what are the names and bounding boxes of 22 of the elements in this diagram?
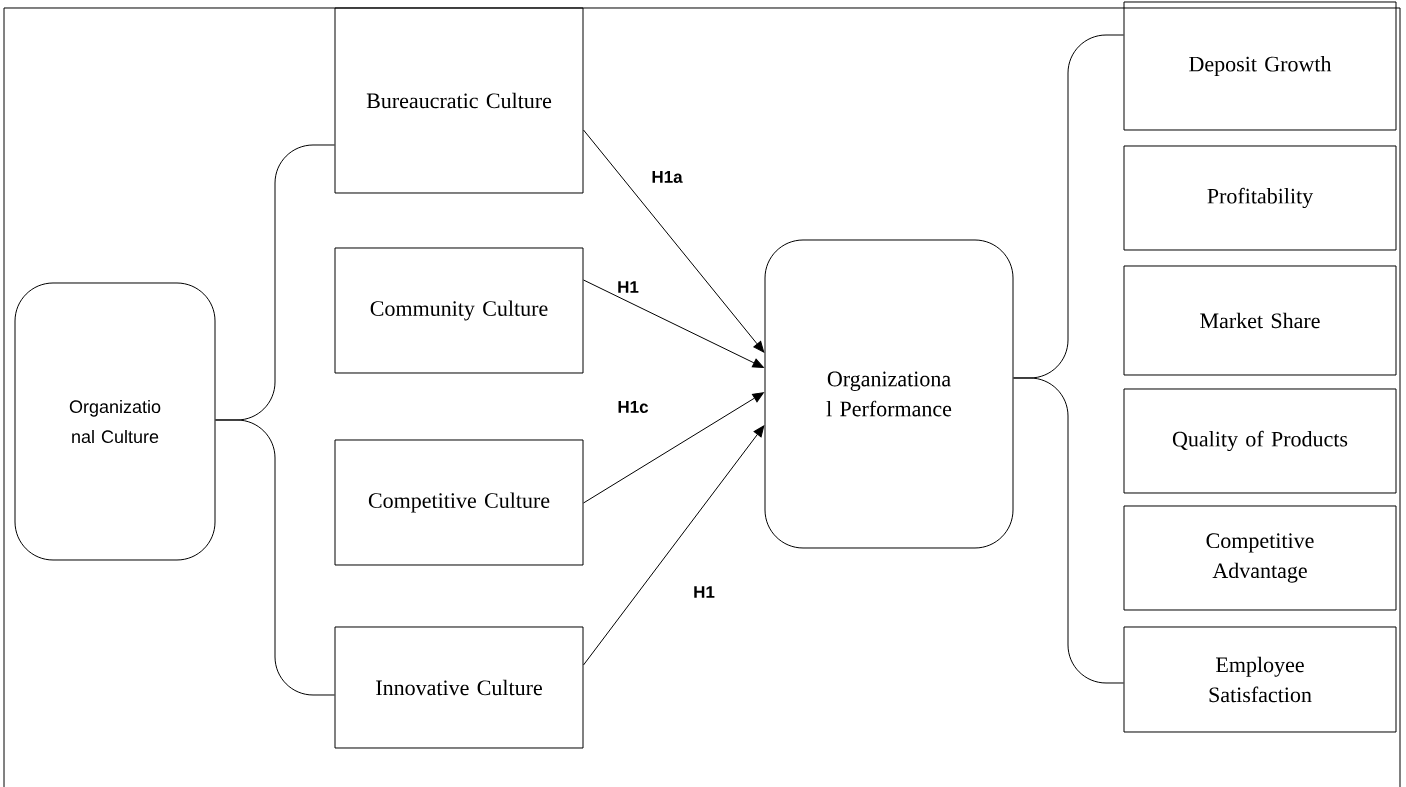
box: Bureaucratic Culture bbox=[334, 7, 584, 194]
box: Employee Satisfaction bbox=[1123, 626, 1397, 733]
arrow bbox=[583, 279, 764, 368]
rounded-box: Organizatio nal Culture bbox=[14, 282, 216, 561]
box: Deposit Growth bbox=[1123, 1, 1397, 131]
box: Competitive Advantage bbox=[1123, 505, 1397, 611]
arrow bbox=[583, 392, 764, 504]
edge-label: H1 bbox=[694, 586, 715, 598]
box: Community Culture bbox=[334, 247, 584, 374]
edge-label: H1c bbox=[618, 401, 649, 413]
box: Quality of Products bbox=[1123, 388, 1397, 494]
connector-line bbox=[1013, 377, 1124, 684]
rounded-box: Organizationa l Performance bbox=[764, 239, 1014, 549]
box: Profitability bbox=[1123, 145, 1397, 251]
box: Competitive Culture bbox=[334, 439, 584, 566]
edge-label: H1 bbox=[618, 281, 639, 293]
connector-line bbox=[215, 419, 335, 696]
edge-label: H1a bbox=[652, 171, 683, 183]
box: Innovative Culture bbox=[334, 626, 584, 749]
box: Market Share bbox=[1123, 265, 1397, 376]
arrow bbox=[583, 425, 765, 666]
arrow bbox=[583, 129, 765, 353]
